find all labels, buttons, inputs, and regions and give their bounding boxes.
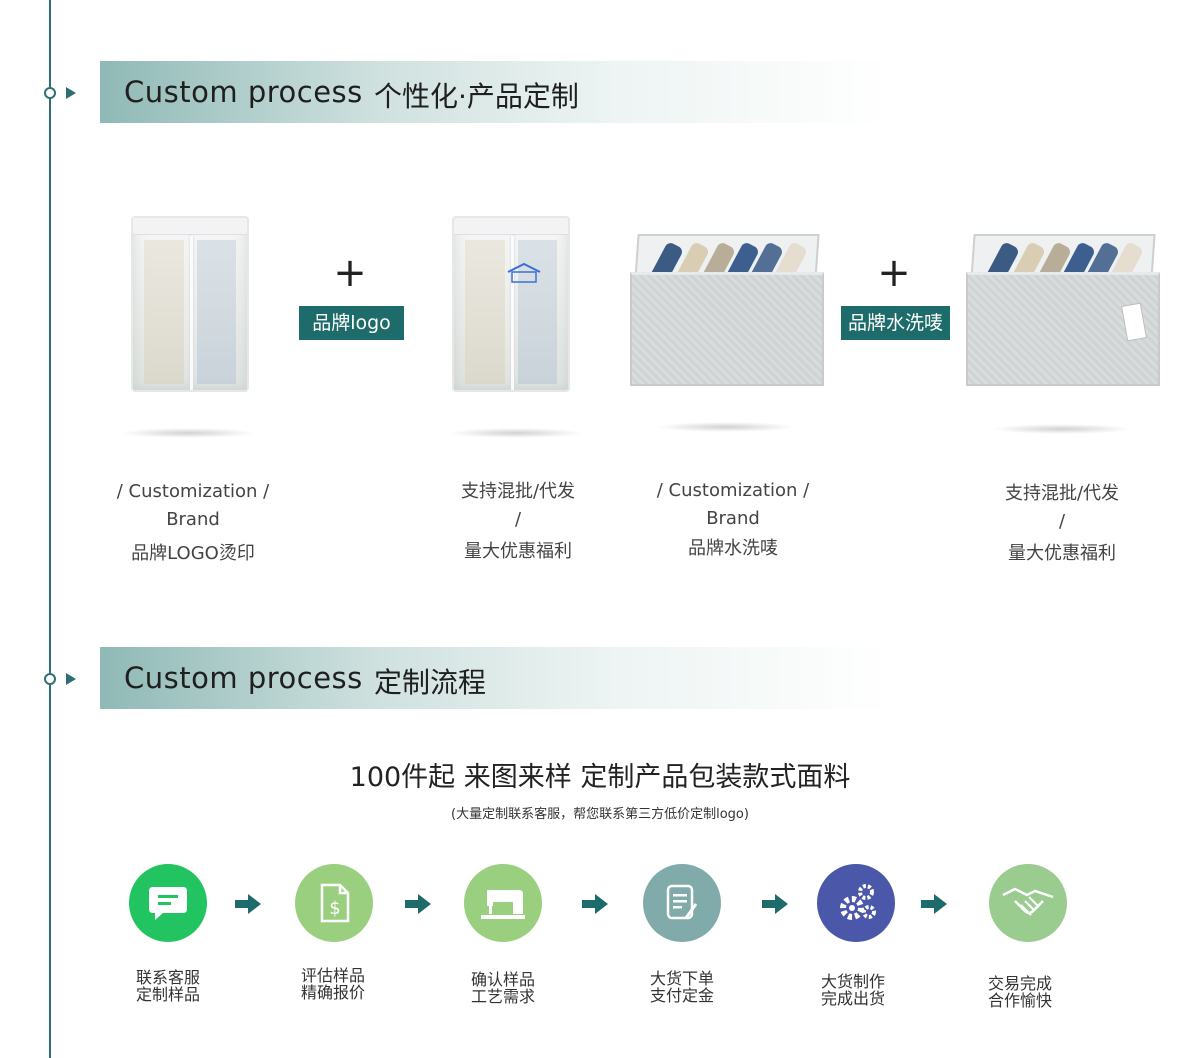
step-label-line: 评估样品 xyxy=(300,966,365,985)
section-title-en: Custom process xyxy=(124,661,363,695)
product-shadow xyxy=(992,424,1132,434)
sewing-machine-icon xyxy=(481,890,525,919)
caption-line: 量大优惠福利 xyxy=(1008,543,1116,564)
caption-line: Brand xyxy=(706,508,760,529)
svg-text:$: $ xyxy=(329,898,340,919)
step-quote-icon: $ xyxy=(295,864,373,942)
step-label-line: 联系客服 xyxy=(135,968,200,987)
step-label-line: 工艺需求 xyxy=(470,987,535,1006)
timeline-dot xyxy=(44,87,56,99)
caption-mixed-batch: 支持混批/代发 / 量大优惠福利 xyxy=(972,480,1152,568)
chat-icon xyxy=(149,887,187,920)
product-shadow xyxy=(120,428,256,438)
plus-sign: + xyxy=(877,250,911,296)
step-label: 大货制作 完成出货 xyxy=(793,973,913,1007)
step-label-line: 交易完成 xyxy=(987,974,1052,993)
product-storage-box-plain xyxy=(630,234,824,386)
section-title-en: Custom process xyxy=(124,75,363,109)
step-label: 大货下单 支付定金 xyxy=(622,970,742,1004)
step-label-line: 大货制作 xyxy=(820,972,885,991)
order-form-icon xyxy=(666,884,698,920)
timeline-line xyxy=(49,0,51,1058)
step-label-line: 完成出货 xyxy=(820,989,885,1008)
step-label-line: 合作愉快 xyxy=(987,991,1052,1010)
plus-sign: + xyxy=(333,250,367,296)
caption-line: 量大优惠福利 xyxy=(464,541,572,562)
step-label-line: 支付定金 xyxy=(649,986,714,1005)
caption-mixed-batch: 支持混批/代发 / 量大优惠福利 xyxy=(428,478,608,566)
handshake-icon xyxy=(1002,887,1054,916)
tag-brand-logo: 品牌logo xyxy=(299,306,404,340)
timeline-dot xyxy=(44,673,56,685)
section-title-cn: 个性化·产品定制 xyxy=(374,80,579,113)
process-headline: 100件起 来图来样 定制产品包装款式面料 xyxy=(349,762,851,793)
caption-line: 支持混批/代发 xyxy=(460,481,576,502)
caption-line: Brand xyxy=(166,509,220,530)
brand-logo-icon xyxy=(507,262,541,283)
process-subline: (大量定制联系客服，帮您联系第三方低价定制logo) xyxy=(451,807,749,822)
product-garment-bag-logo xyxy=(452,216,570,392)
tag-wash-label: 品牌水洗唛 xyxy=(841,306,950,340)
step-sewing-icon xyxy=(464,864,542,942)
timeline-arrow-icon xyxy=(66,673,76,685)
caption-brand-logo: / Customization / Brand 品牌LOGO烫印 xyxy=(98,478,288,568)
caption-line: 支持混批/代发 xyxy=(1004,483,1120,504)
step-label: 评估样品 精确报价 xyxy=(273,967,393,1001)
step-label-line: 精确报价 xyxy=(300,983,365,1002)
step-label: 交易完成 合作愉快 xyxy=(960,975,1080,1009)
section-banner-process: Custom process 定制流程 xyxy=(100,647,890,709)
step-arrow-icon xyxy=(405,894,431,914)
caption-line: / xyxy=(1058,511,1066,532)
step-arrow-icon xyxy=(582,894,608,914)
step-production-icon xyxy=(817,864,895,942)
dollar-document-icon: $ xyxy=(320,883,350,923)
product-shadow xyxy=(448,428,584,438)
step-label: 联系客服 定制样品 xyxy=(108,969,228,1003)
gears-icon xyxy=(840,884,876,920)
product-garment-bag-plain xyxy=(131,216,249,392)
step-label: 确认样品 工艺需求 xyxy=(443,971,563,1005)
caption-line: 品牌水洗唛 xyxy=(688,538,778,559)
caption-line: / Customization / xyxy=(656,480,810,501)
caption-wash-label: / Customization / Brand 品牌水洗唛 xyxy=(638,477,828,563)
caption-line: / Customization / xyxy=(116,481,270,502)
step-chat-icon xyxy=(129,864,207,942)
section-banner-customization: Custom process 个性化·产品定制 xyxy=(100,61,890,123)
product-storage-box-label xyxy=(966,234,1160,386)
product-shadow xyxy=(656,422,796,432)
step-label-line: 确认样品 xyxy=(470,970,535,989)
step-label-line: 大货下单 xyxy=(649,969,714,988)
timeline-arrow-icon xyxy=(66,87,76,99)
step-complete-icon xyxy=(989,864,1067,942)
caption-line: 品牌LOGO烫印 xyxy=(131,543,255,564)
caption-line: / xyxy=(514,509,522,530)
step-arrow-icon xyxy=(762,894,788,914)
step-arrow-icon xyxy=(921,894,947,914)
step-label-line: 定制样品 xyxy=(135,985,200,1004)
step-order-icon xyxy=(643,864,721,942)
step-arrow-icon xyxy=(235,894,261,914)
section-title-cn: 定制流程 xyxy=(374,666,487,699)
